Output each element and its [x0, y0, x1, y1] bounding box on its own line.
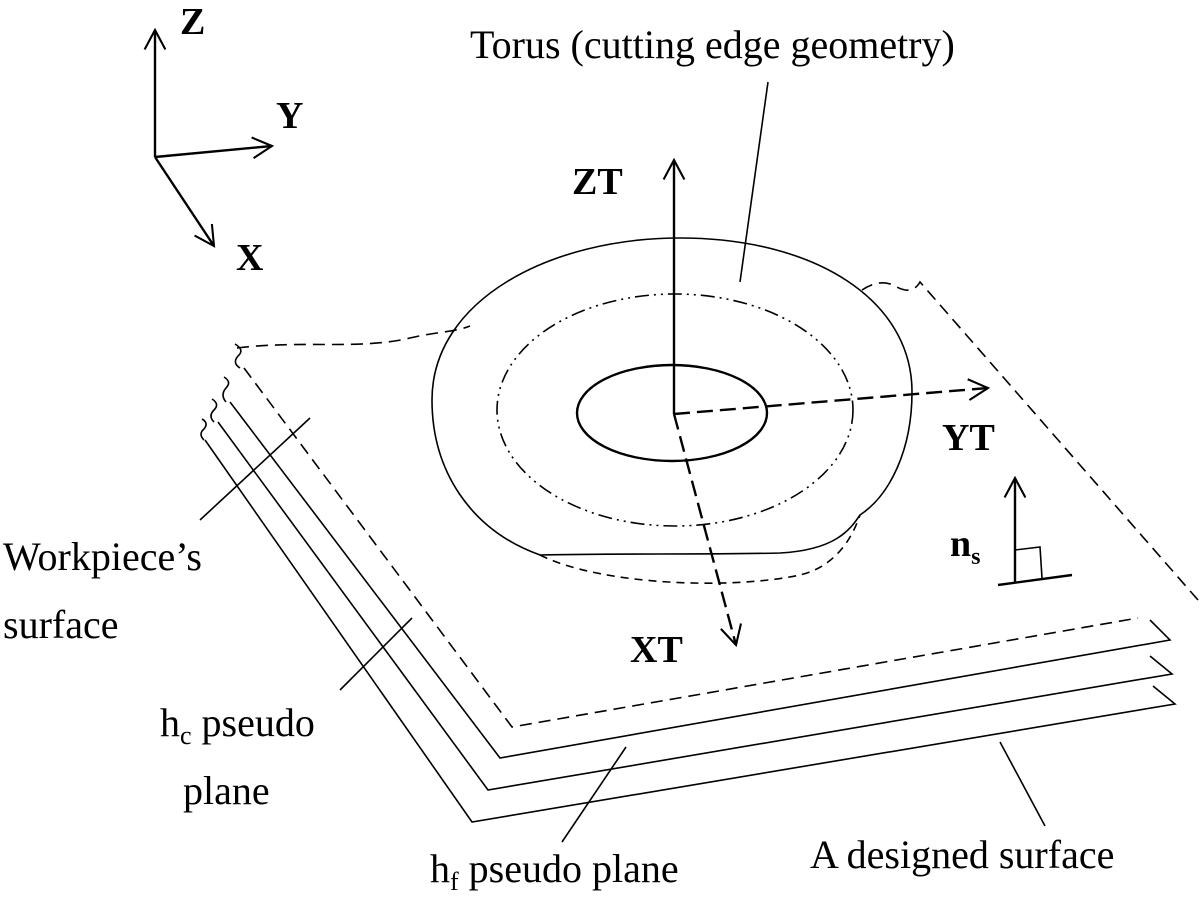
torus-lower-hidden-contour [539, 514, 861, 584]
yt-axis-label: YT [942, 417, 995, 459]
global-axes: Z Y X [143, 1, 303, 279]
designed-surface-outline [204, 439, 1177, 823]
torus-label: Torus (cutting edge geometry) [470, 22, 955, 67]
leader-lines [199, 81, 1046, 843]
yt-axis-arrow [673, 378, 991, 416]
torn-edge-1 [234, 343, 242, 369]
stacked-surfaces [200, 280, 1199, 823]
zt-axis-label: ZT [572, 161, 623, 203]
y-axis-label: Y [276, 95, 303, 137]
torn-edge-3 [210, 398, 218, 423]
tool-axes: ZT YT XT [572, 157, 995, 671]
x-axis-label: X [236, 237, 263, 279]
hf-pseudo-plane-outline [217, 421, 1174, 791]
text-labels: Torus (cutting edge geometry) Workpiece’… [3, 22, 1114, 896]
z-axis-label: Z [180, 1, 205, 43]
hf-label: hf pseudo plane [430, 846, 679, 896]
torn-edge-4 [200, 418, 207, 441]
hf-leader [561, 746, 627, 843]
designed-surface-label: A designed surface [810, 832, 1114, 877]
workpiece-surface-right-edge [861, 280, 1199, 601]
hc-leader [339, 617, 413, 691]
hc-pseudo-plane-outline [229, 401, 1172, 759]
designed-leader [999, 741, 1046, 827]
hc-label-line2: plane [183, 768, 270, 813]
x-axis-arrow [153, 156, 216, 248]
torus [431, 237, 913, 584]
surface-normal: ns [950, 475, 1073, 587]
right-angle-marker [1014, 546, 1043, 579]
torus-leader [739, 81, 769, 283]
y-axis-arrow [154, 136, 275, 160]
normal-label: ns [950, 523, 980, 570]
torus-outer-contour [431, 237, 913, 556]
workpiece-leader [199, 417, 311, 521]
workpiece-label-line2: surface [3, 602, 118, 647]
hc-label-line1: hc pseudo [160, 700, 315, 750]
normal-base-line [997, 573, 1073, 587]
workpiece-surface-outline [243, 367, 1139, 728]
torn-edge-2 [222, 376, 230, 403]
workpiece-surface-back-edge [236, 325, 471, 349]
xt-axis-arrow [672, 413, 743, 648]
xt-axis-label: XT [630, 629, 683, 671]
workpiece-label-line1: Workpiece’s [3, 534, 202, 579]
torus-inner-circle [575, 363, 769, 463]
